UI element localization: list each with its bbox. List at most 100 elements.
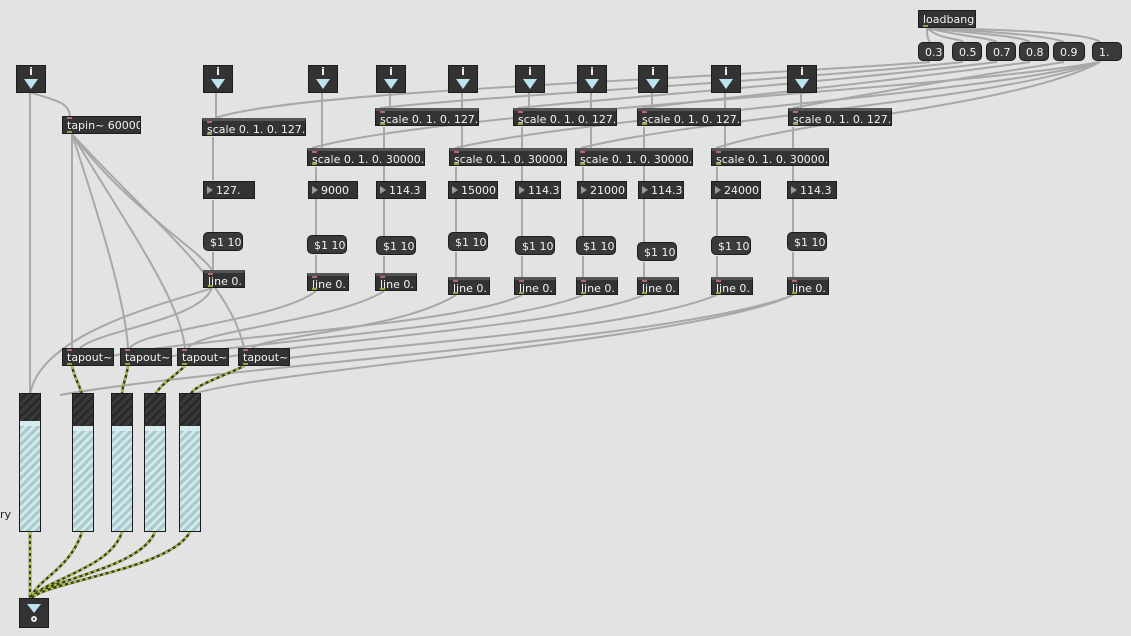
ramp-message-9[interactable]: $1 10 xyxy=(787,232,827,251)
tapout-object-3[interactable]: tapout~ xyxy=(177,348,229,366)
line-object-4[interactable]: line 0. xyxy=(448,277,490,295)
inlet-arrow-icon xyxy=(456,79,470,89)
inlet-label: i xyxy=(800,65,804,78)
inlet-label: i xyxy=(724,65,728,78)
signal-cords xyxy=(28,364,245,601)
ramp-message-7[interactable]: $1 10 xyxy=(637,242,677,261)
line-object-7[interactable]: line 0. xyxy=(637,277,679,295)
inlet-arrow-icon xyxy=(316,79,330,89)
gain-slider-knob[interactable] xyxy=(180,426,200,431)
value-message-0-5[interactable]: 0.5 xyxy=(952,42,982,61)
line-object-2[interactable]: line 0. xyxy=(307,273,349,291)
inlet-arrow-icon xyxy=(646,79,660,89)
partial-label: ry xyxy=(0,508,12,521)
gain-slider-track xyxy=(20,394,40,426)
number-box-feedback-1[interactable]: 127. xyxy=(203,181,255,199)
gain-slider-knob[interactable] xyxy=(20,421,40,426)
number-box-delay-3[interactable]: 21000 xyxy=(577,181,627,199)
inlet-arrow-icon xyxy=(719,79,733,89)
line-object-9[interactable]: line 0. xyxy=(787,277,829,295)
gain-slider-tap-2[interactable] xyxy=(111,393,133,532)
loadbang-object[interactable]: loadbang xyxy=(918,10,976,28)
value-message-0-3[interactable]: 0.3 xyxy=(918,42,944,61)
tapout-object-2[interactable]: tapout~ xyxy=(120,348,172,366)
ramp-message-3[interactable]: $1 10 xyxy=(376,236,416,255)
tapout-object-4[interactable]: tapout~ xyxy=(238,348,290,366)
ramp-message-1[interactable]: $1 10 xyxy=(203,232,243,251)
gain-slider-fill xyxy=(145,431,165,531)
inlet-label: i xyxy=(651,65,655,78)
scale-delay-4[interactable]: scale 0. 1. 0. 30000. xyxy=(711,148,829,166)
ramp-message-5[interactable]: $1 10 xyxy=(515,236,555,255)
number-box-feedback-3[interactable]: 114.3 xyxy=(515,181,561,199)
inlet-feedback-4[interactable]: i xyxy=(638,65,668,93)
inlet-delay-3[interactable]: i xyxy=(577,65,607,93)
audio-output[interactable] xyxy=(19,598,49,628)
number-box-feedback-5[interactable]: 114.3 xyxy=(787,181,837,199)
gain-slider-knob[interactable] xyxy=(112,426,132,431)
tapout-object-1[interactable]: tapout~ xyxy=(62,348,114,366)
inlet-label: i xyxy=(528,65,532,78)
number-box-feedback-4[interactable]: 114.3 xyxy=(638,181,684,199)
number-box-delay-1[interactable]: 9000 xyxy=(308,181,358,199)
scale-feedback-2[interactable]: scale 0. 1. 0. 127. xyxy=(375,108,479,126)
ramp-message-2[interactable]: $1 10 xyxy=(307,235,347,254)
scale-delay-3[interactable]: scale 0. 1. 0. 30000. xyxy=(575,148,693,166)
gain-slider-track xyxy=(112,394,132,431)
inlet-feedback-5[interactable]: i xyxy=(787,65,817,93)
gain-slider-track xyxy=(145,394,165,431)
inlet-delay-1[interactable]: i xyxy=(308,65,338,93)
inlet-arrow-icon xyxy=(523,79,537,89)
inlet-feedback-1[interactable]: i xyxy=(203,65,233,93)
scale-feedback-5[interactable]: scale 0. 1. 0. 127. xyxy=(788,108,892,126)
inlet-feedback-3[interactable]: i xyxy=(515,65,545,93)
ramp-message-6[interactable]: $1 10 xyxy=(576,236,616,255)
scale-feedback-4[interactable]: scale 0. 1. 0. 127. xyxy=(637,108,741,126)
inlet-label: i xyxy=(216,65,220,78)
gain-slider-tap-3[interactable] xyxy=(144,393,166,532)
gain-slider-dry[interactable] xyxy=(19,393,41,532)
line-object-6[interactable]: line 0. xyxy=(576,277,618,295)
value-message-0-9[interactable]: 0.9 xyxy=(1053,42,1085,61)
value-message-0-8[interactable]: 0.8 xyxy=(1019,42,1049,61)
inlet-arrow-icon xyxy=(795,79,809,89)
value-message-0-7[interactable]: 0.7 xyxy=(986,42,1016,61)
ramp-message-8[interactable]: $1 10 xyxy=(711,236,751,255)
line-object-8[interactable]: line 0. xyxy=(711,277,753,295)
inlet-dry[interactable]: i xyxy=(16,65,46,93)
inlet-arrow-icon xyxy=(585,79,599,89)
scale-feedback-1[interactable]: scale 0. 1. 0. 127. xyxy=(202,118,306,136)
ramp-message-4[interactable]: $1 10 xyxy=(448,232,488,251)
inlet-arrow-icon xyxy=(384,79,398,89)
gain-slider-tap-1[interactable] xyxy=(72,393,94,532)
number-box-delay-4[interactable]: 24000 xyxy=(711,181,761,199)
value-message-1[interactable]: 1. xyxy=(1092,42,1122,61)
gain-slider-track xyxy=(180,394,200,431)
gain-slider-knob[interactable] xyxy=(73,426,93,431)
control-cords xyxy=(29,27,1101,396)
inlet-feedback-2[interactable]: i xyxy=(376,65,406,93)
number-box-delay-2[interactable]: 15000 xyxy=(448,181,498,199)
inlet-delay-4[interactable]: i xyxy=(711,65,741,93)
scale-delay-1[interactable]: scale 0. 1. 0. 30000. xyxy=(307,148,425,166)
scale-feedback-3[interactable]: scale 0. 1. 0. 127. xyxy=(513,108,617,126)
outlet-arrow-icon xyxy=(27,604,41,613)
line-object-5[interactable]: line 0. xyxy=(514,277,556,295)
scale-delay-2[interactable]: scale 0. 1. 0. 30000. xyxy=(449,148,567,166)
inlet-label: i xyxy=(321,65,325,78)
line-object-3[interactable]: line 0. xyxy=(375,273,417,291)
inlet-delay-2[interactable]: i xyxy=(448,65,478,93)
gain-slider-tap-4[interactable] xyxy=(179,393,201,532)
inlet-arrow-icon xyxy=(24,79,38,89)
inlet-label: i xyxy=(461,65,465,78)
number-box-feedback-2[interactable]: 114.3 xyxy=(376,181,426,199)
inlet-label: i xyxy=(590,65,594,78)
gain-slider-fill xyxy=(20,426,40,531)
gain-slider-knob[interactable] xyxy=(145,426,165,431)
inlet-arrow-icon xyxy=(211,79,225,89)
tapin-object[interactable]: tapin~ 60000 xyxy=(62,116,141,134)
speaker-ring-icon xyxy=(31,616,37,622)
line-object-1[interactable]: line 0. xyxy=(203,270,245,288)
